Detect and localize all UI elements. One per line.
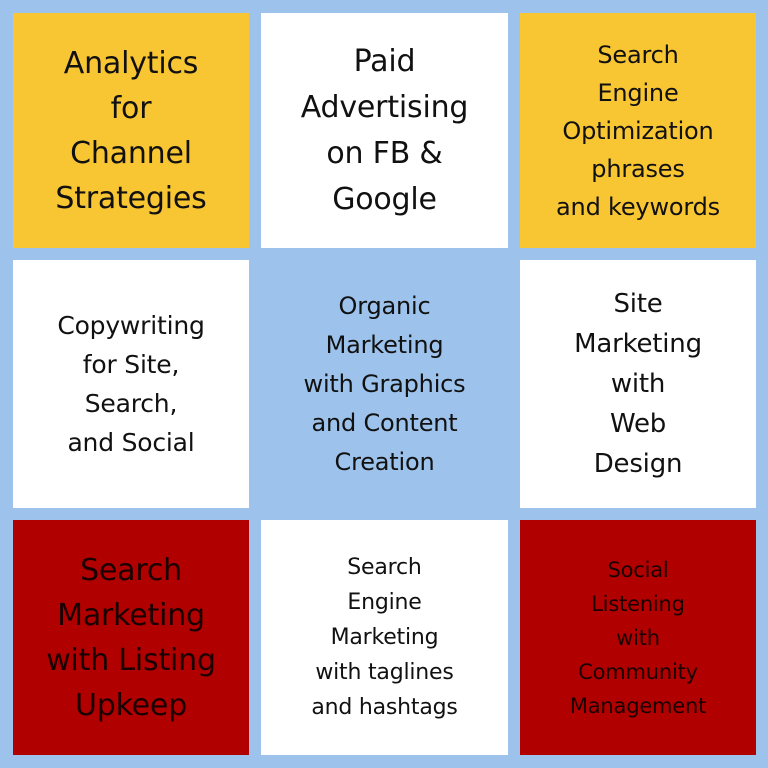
tile-label: Search Engine Optimization phrases and k…: [556, 40, 720, 221]
tile-label: Copywriting for Site, Search, and Social: [57, 311, 205, 457]
tile-sem-taglines-hashtags: Search Engine Marketing with taglines an…: [261, 520, 508, 755]
tile-label: Analytics for Channel Strategies: [55, 45, 207, 216]
tile-label: Site Marketing with Web Design: [574, 289, 702, 479]
tile-copywriting: Copywriting for Site, Search, and Social: [13, 260, 249, 508]
tile-seo-phrases-keywords: Search Engine Optimization phrases and k…: [520, 13, 756, 248]
tile-label: Paid Advertising on FB & Google: [300, 43, 469, 217]
tile-analytics-channel-strategies: Analytics for Channel Strategies: [13, 13, 249, 248]
tile-label: Search Marketing with Listing Upkeep: [46, 552, 216, 723]
tile-organic-marketing: Organic Marketing with Graphics and Cont…: [261, 260, 508, 508]
tile-label: Organic Marketing with Graphics and Cont…: [303, 291, 466, 476]
tile-search-marketing-listing-upkeep: Search Marketing with Listing Upkeep: [13, 520, 249, 755]
tile-social-listening: Social Listening with Community Manageme…: [520, 520, 756, 755]
tile-site-marketing-web-design: Site Marketing with Web Design: [520, 260, 756, 508]
tile-label: Social Listening with Community Manageme…: [569, 557, 707, 718]
tile-label: Search Engine Marketing with taglines an…: [311, 555, 458, 720]
tile-paid-advertising: Paid Advertising on FB & Google: [261, 13, 508, 248]
